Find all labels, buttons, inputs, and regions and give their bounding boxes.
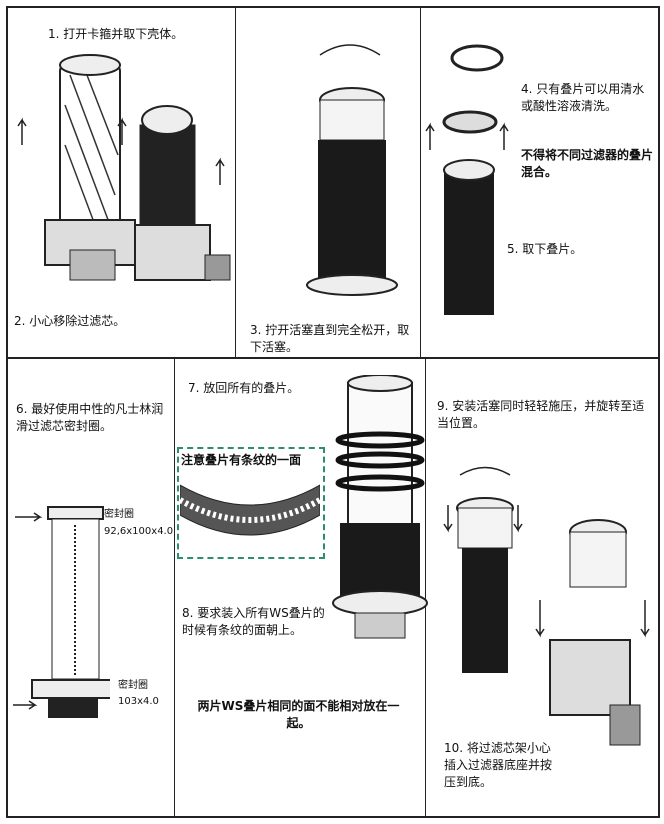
step-5-text: 5. 取下叠片。 <box>507 242 583 256</box>
step-4-warning: 不得将不同过滤器的叠片混合。 <box>521 148 654 179</box>
step-8-warning: 两片WS叠片相同的面不能相对放在一起。 <box>197 699 400 730</box>
filter-housing-illustration <box>17 54 231 281</box>
striped-side-note: 注意叠片有条纹的一面 <box>181 453 302 467</box>
step-6-text: 6. 最好使用中性的凡士林润滑过滤芯密封圈。 <box>16 402 164 433</box>
col-divider <box>174 358 175 818</box>
border-right <box>658 6 660 818</box>
step-1-text: 1. 打开卡箍并取下壳体。 <box>48 27 184 41</box>
step-2-text: 2. 小心移除过滤芯。 <box>14 314 126 328</box>
discs-removal-illustration <box>425 44 509 315</box>
seal-bottom-size: 103x4.0 <box>118 696 159 707</box>
col-divider <box>235 6 236 358</box>
col-divider <box>420 6 421 358</box>
seal-top-size: 92,6x100x4.0 <box>104 526 174 537</box>
disc-reassembly-illustration <box>332 375 428 639</box>
seal-illustration <box>13 506 110 718</box>
step-8-text: 8. 要求装入所有WS叠片的时候有条纹的面朝上。 <box>182 606 325 637</box>
step-9-text: 9. 安装活塞同时轻轻施压，并旋转至适当位置。 <box>437 399 645 430</box>
row-divider <box>6 357 660 359</box>
striped-disc-detail <box>180 484 320 536</box>
step-7-text: 7. 放回所有的叠片。 <box>188 381 300 395</box>
border-left <box>6 6 8 818</box>
striped-side-note-box <box>177 447 325 559</box>
piston-removal-illustration <box>306 44 398 296</box>
piston-installation-illustration <box>443 466 650 746</box>
step-10-text: 10. 将过滤芯架小心插入过滤器底座并按压到底。 <box>444 741 553 789</box>
seal-top-label: 密封圈 <box>104 509 134 520</box>
step-4-text: 4. 只有叠片可以用清水或酸性溶液清洗。 <box>521 82 645 113</box>
step-3-text: 3. 拧开活塞直到完全松开，取下活塞。 <box>250 323 410 354</box>
border-bottom <box>6 816 660 818</box>
col-divider <box>425 358 426 818</box>
seal-bottom-label: 密封圈 <box>118 680 148 691</box>
border-top <box>6 6 660 8</box>
